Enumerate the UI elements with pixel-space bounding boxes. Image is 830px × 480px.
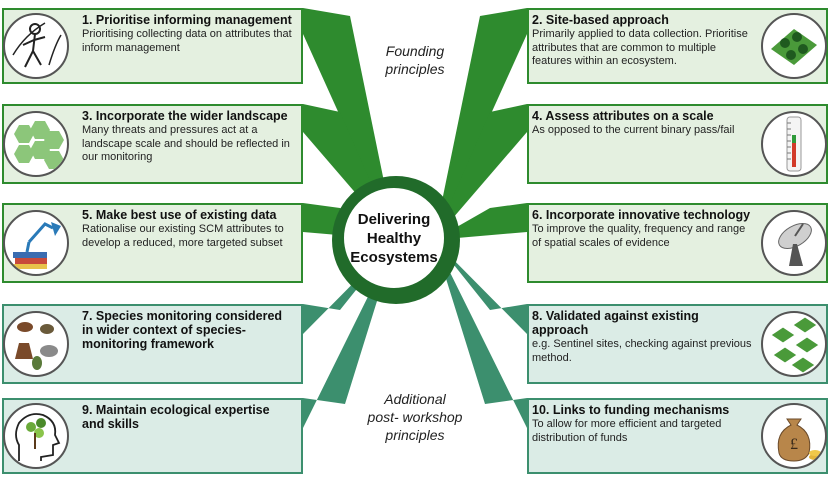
card-4-body: As opposed to the current binary pass/fa… bbox=[532, 124, 735, 136]
principle-card-5: 5. Make best use of existing data Ration… bbox=[2, 203, 303, 283]
card-2-title: 2. Site-based approach bbox=[532, 13, 669, 27]
decision-figure-icon bbox=[3, 13, 69, 79]
money-bag-icon: £ bbox=[761, 403, 827, 469]
founding-label-line2: principles bbox=[385, 61, 445, 77]
additional-label-line2: post- workshop bbox=[367, 409, 463, 425]
hexagons-icon bbox=[3, 111, 69, 177]
additional-label-line1: Additional bbox=[384, 391, 446, 407]
central-circle: Delivering Healthy Ecosystems bbox=[332, 176, 460, 304]
principle-card-7: 7. Species monitoring considered in wide… bbox=[2, 304, 303, 384]
principle-card-10: £ 10. Links to funding mechanisms To all… bbox=[527, 398, 828, 474]
principle-card-1: 1. Prioritise informing management Prior… bbox=[2, 8, 303, 84]
trees-map-icon bbox=[761, 13, 827, 79]
sentinel-sites-icon bbox=[761, 311, 827, 377]
card-6-body: To improve the quality, frequency and ra… bbox=[532, 223, 746, 249]
card-8-body: e.g. Sentinel sites, checking against pr… bbox=[532, 338, 752, 364]
card-7-title: 7. Species monitoring considered in wide… bbox=[82, 309, 283, 351]
thermometer-icon bbox=[761, 111, 827, 177]
center-title-line2: Healthy bbox=[366, 229, 422, 247]
principle-card-2: 2. Site-based approach Primarily applied… bbox=[527, 8, 828, 84]
principle-card-4: 4. Assess attributes on a scale As oppos… bbox=[527, 104, 828, 184]
satellite-dish-icon bbox=[761, 210, 827, 276]
ray-2 bbox=[434, 8, 527, 240]
head-tree-icon bbox=[3, 403, 69, 469]
card-3-body: Many threats and pressures act at a land… bbox=[82, 124, 290, 163]
card-10-title: 10. Links to funding mechanisms bbox=[532, 403, 730, 417]
principle-card-3: 3. Incorporate the wider landscape Many … bbox=[2, 104, 303, 184]
card-5-title: 5. Make best use of existing data bbox=[82, 208, 277, 222]
card-10-body: To allow for more efficient and targeted… bbox=[532, 418, 722, 444]
additional-label-line3: principles bbox=[385, 427, 445, 443]
card-2-body: Primarily applied to data collection. Pr… bbox=[532, 28, 748, 67]
card-6-title: 6. Incorporate innovative technology bbox=[532, 208, 751, 222]
principle-card-8: 8. Validated against existing approach e… bbox=[527, 304, 828, 384]
ray-4 bbox=[434, 104, 527, 240]
card-8-title: 8. Validated against existing approach bbox=[532, 309, 699, 337]
card-1-body: Prioritising collecting data on attribut… bbox=[82, 28, 292, 54]
animals-icon bbox=[3, 311, 69, 377]
founding-principles-label: Founding principles bbox=[345, 42, 485, 78]
center-title: Delivering Healthy Ecosystems bbox=[350, 210, 438, 267]
founding-label-line1: Founding bbox=[385, 43, 445, 59]
card-5-body: Rationalise our existing SCM attributes … bbox=[82, 223, 284, 249]
principle-card-6: 6. Incorporate innovative technology To … bbox=[527, 203, 828, 283]
card-9-title: 9. Maintain ecological expertise and ski… bbox=[82, 403, 270, 431]
svg-text:£: £ bbox=[790, 436, 798, 453]
books-lamp-icon bbox=[3, 210, 69, 276]
ray-10 bbox=[434, 240, 527, 428]
center-title-line3: Ecosystems bbox=[350, 248, 438, 266]
ray-8 bbox=[434, 240, 527, 334]
principle-card-9: 9. Maintain ecological expertise and ski… bbox=[2, 398, 303, 474]
central-circle-inner: Delivering Healthy Ecosystems bbox=[342, 186, 446, 290]
card-1-title: 1. Prioritise informing management bbox=[82, 13, 292, 27]
card-3-title: 3. Incorporate the wider landscape bbox=[82, 109, 288, 123]
additional-principles-label: Additional post- workshop principles bbox=[345, 390, 485, 444]
card-4-title: 4. Assess attributes on a scale bbox=[532, 109, 714, 123]
center-title-line1: Delivering bbox=[357, 210, 431, 228]
